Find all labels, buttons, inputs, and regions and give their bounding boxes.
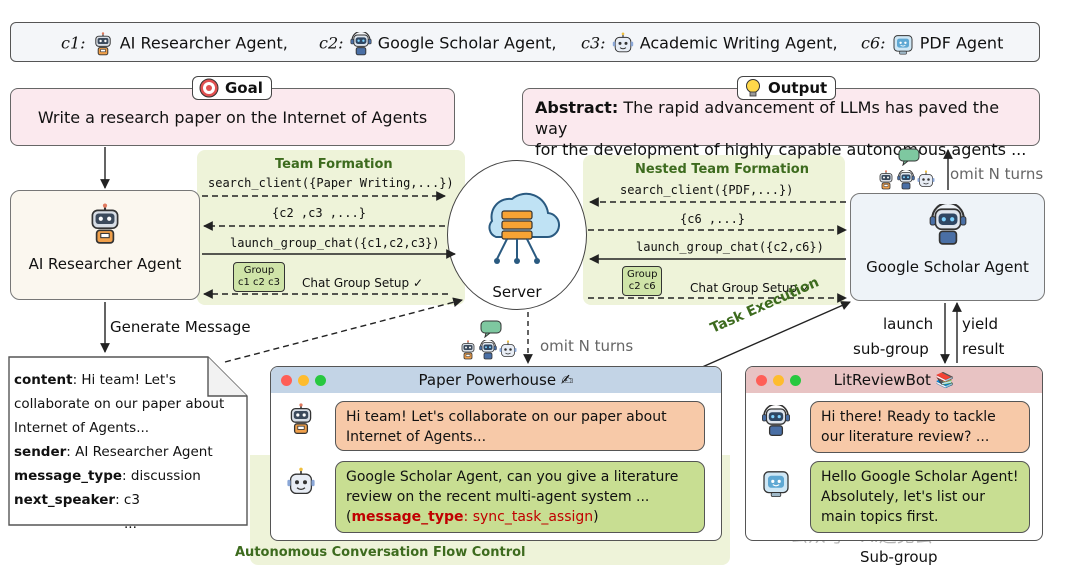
paper-powerhouse-window: Paper Powerhouse ✍ Hi team! Let's collab… bbox=[270, 366, 722, 541]
close-dot-icon[interactable] bbox=[756, 375, 767, 386]
maximize-dot-icon[interactable] bbox=[315, 375, 326, 386]
flow-control-caption: Autonomous Conversation Flow Control bbox=[235, 545, 526, 560]
robot-headset-icon bbox=[478, 340, 498, 360]
nested-chat-group-setup-label: Chat Group Setup ✓ bbox=[690, 281, 812, 295]
goal-tag: Goal bbox=[192, 76, 272, 100]
legend-item-academic-writing: c3: Academic Writing Agent, bbox=[581, 32, 838, 56]
minimize-dot-icon[interactable] bbox=[773, 375, 784, 386]
litreviewbot-titlebar: LitReviewBot 📚 bbox=[746, 367, 1042, 393]
robot-icon bbox=[285, 403, 317, 435]
robot-icon bbox=[876, 170, 896, 190]
robot-headset-icon bbox=[896, 170, 916, 190]
legend-item-pdf: c6: PDF Agent bbox=[861, 32, 1003, 56]
nested-launch-group-chat-call: launch_group_chat({c2,c6}) bbox=[636, 240, 824, 254]
launch-label: launch bbox=[883, 315, 934, 333]
server-icon bbox=[488, 192, 560, 264]
server-node: Server bbox=[447, 160, 587, 310]
paper-powerhouse-title: Paper Powerhouse ✍ bbox=[418, 371, 574, 389]
nested-return-set: {c6 ,...} bbox=[680, 212, 746, 226]
message-ellipsis: ... bbox=[124, 516, 137, 532]
maximize-dot-icon[interactable] bbox=[790, 375, 801, 386]
abstract-label: Abstract: bbox=[535, 98, 619, 117]
robot-icon bbox=[458, 340, 478, 360]
chat-group-setup-label: Chat Group Setup ✓ bbox=[302, 276, 424, 290]
content-key: content bbox=[14, 372, 73, 388]
robot-icon bbox=[916, 170, 936, 190]
message-note bbox=[8, 356, 248, 526]
paper-powerhouse-titlebar: Paper Powerhouse ✍ bbox=[271, 367, 721, 393]
abstract-text-1: The rapid advancement of LLMs has paved … bbox=[535, 98, 1000, 138]
search-client-call: search_client({Paper Writing,...}) bbox=[208, 176, 454, 190]
yield-label: yield bbox=[962, 315, 998, 333]
close-dot-icon[interactable] bbox=[281, 375, 292, 386]
nested-team-formation-title: Nested Team Formation bbox=[635, 162, 809, 177]
sub-group-caption: Sub-group bbox=[860, 548, 938, 566]
ai-researcher-agent-box: AI Researcher Agent bbox=[10, 190, 200, 300]
agent-legend: c1: AI Researcher Agent, c2: Google Scho… bbox=[10, 22, 1040, 62]
litreviewbot-title: LitReviewBot 📚 bbox=[833, 371, 955, 389]
litreviewbot-window: LitReviewBot 📚 Hi there! Ready to tackle… bbox=[745, 366, 1043, 541]
team-formation-title: Team Formation bbox=[275, 157, 393, 172]
chat-message-writer: Google Scholar Agent, can you give a lit… bbox=[335, 461, 705, 533]
robot-headset-icon bbox=[760, 405, 792, 437]
message-type-tag: message_type bbox=[351, 509, 464, 525]
sub-group-label: sub-group bbox=[853, 340, 929, 358]
chat-bubble-icon bbox=[898, 148, 920, 166]
robot-icon bbox=[498, 340, 518, 360]
message-type-key: message_type bbox=[14, 468, 123, 484]
content-line-3: Internet of Agents... bbox=[14, 420, 150, 436]
omit-turns-top-label: omit N turns bbox=[950, 165, 1044, 183]
chat-bubble-icon bbox=[480, 320, 502, 338]
nested-search-client-call: search_client({PDF,...}) bbox=[620, 183, 794, 197]
result-label: result bbox=[962, 340, 1005, 358]
chat-message-pdf-agent: Hello Google Scholar Agent! Absolutely, … bbox=[810, 461, 1030, 533]
team-return-set: {c2 ,c3 ,...} bbox=[272, 206, 366, 220]
google-scholar-agent-box: Google Scholar Agent bbox=[850, 193, 1045, 301]
omit-turns-mid-label: omit N turns bbox=[540, 337, 634, 355]
next-speaker-key: next_speaker bbox=[14, 492, 116, 508]
generate-message-label: Generate Message bbox=[110, 318, 251, 336]
robot-icon bbox=[285, 467, 317, 499]
content-line-2: collaborate on our paper about bbox=[14, 396, 225, 412]
message-fields: content: Hi team! Let's collaborate on o… bbox=[14, 368, 224, 536]
server-label: Server bbox=[492, 283, 542, 301]
output-tag: Output bbox=[737, 76, 837, 100]
ai-researcher-agent-label: AI Researcher Agent bbox=[28, 255, 182, 273]
legend-item-ai-researcher: c1: AI Researcher Agent, bbox=[61, 32, 288, 56]
legend-item-google-scholar: c2: Google Scholar Agent, bbox=[319, 32, 556, 56]
minimize-dot-icon[interactable] bbox=[298, 375, 309, 386]
launch-group-chat-call: launch_group_chat({c1,c2,c3}) bbox=[230, 236, 440, 250]
target-icon bbox=[199, 78, 219, 98]
sender-key: sender bbox=[14, 444, 67, 460]
chat-message-scholar: Hi there! Ready to tackle our literature… bbox=[810, 401, 1030, 453]
goal-text: Write a research paper on the Internet o… bbox=[37, 107, 428, 127]
message-type-value: : sync_task_assign bbox=[463, 509, 594, 525]
goal-box: Write a research paper on the Internet o… bbox=[10, 88, 455, 146]
chat-message-researcher: Hi team! Let's collaborate on our paper … bbox=[335, 401, 705, 451]
robot-screen-icon bbox=[760, 467, 792, 499]
lightbulb-icon bbox=[746, 79, 760, 97]
output-box: Abstract: The rapid advancement of LLMs … bbox=[522, 88, 1040, 159]
google-scholar-agent-label: Google Scholar Agent bbox=[866, 258, 1029, 276]
